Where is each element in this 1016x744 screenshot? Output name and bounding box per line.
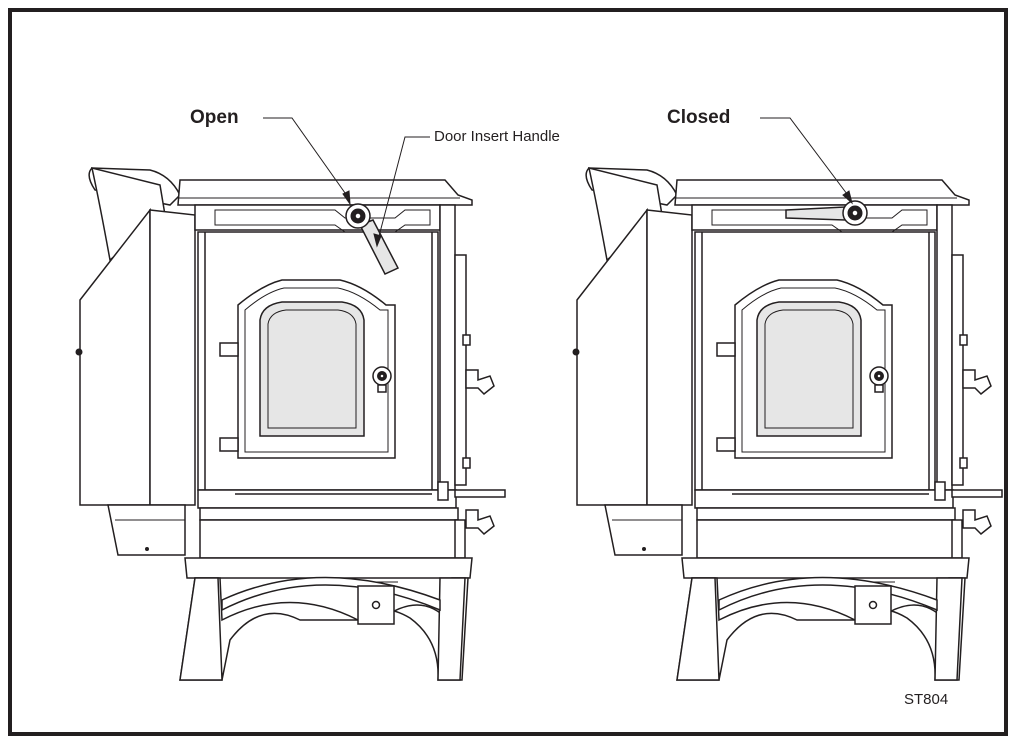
figure-frame: [8, 8, 1008, 736]
closed-callout: Closed: [667, 107, 853, 205]
open-callout: Open: [190, 107, 351, 206]
stove-closed-view: [572, 167, 1003, 681]
closed-label: Closed: [667, 107, 730, 128]
stove-open-view: [75, 167, 506, 681]
door-insert-handle-label: Door Insert Handle: [434, 128, 560, 145]
figure-code: ST804: [904, 691, 948, 708]
door-insert-handle-closed: [785, 200, 868, 226]
open-label: Open: [190, 107, 239, 128]
door-insert-handle-callout: Door Insert Handle: [373, 128, 560, 248]
door-insert-handle-open: [345, 203, 400, 275]
